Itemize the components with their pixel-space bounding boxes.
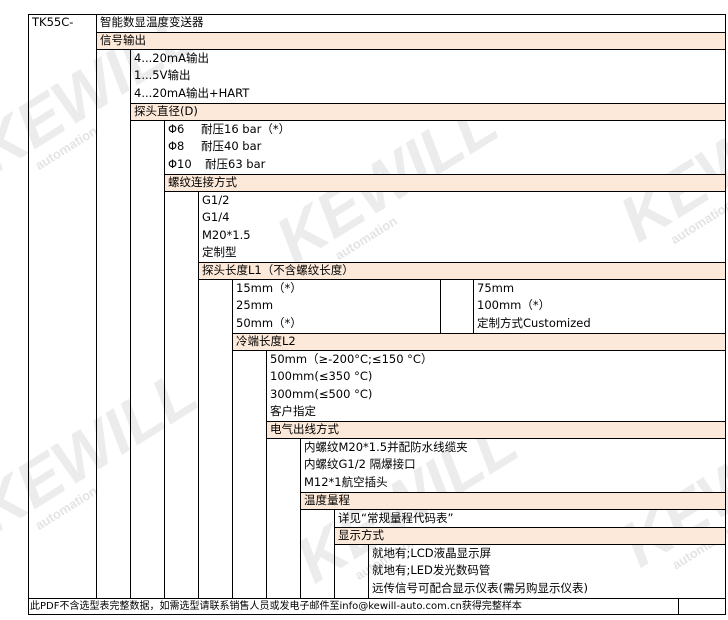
grid-line <box>198 279 726 280</box>
option-cold-end: 50mm（≥-200°C;≤150 °C） <box>270 352 433 366</box>
option-display: 就地有;LCD液晶显示屏 <box>372 546 492 560</box>
grid-line-top <box>28 14 726 15</box>
option-thread: M20*1.5 <box>202 228 251 242</box>
option-probe-length: 75mm <box>477 281 515 295</box>
grid-line-left <box>28 14 29 615</box>
header-bg-temp-range <box>300 492 726 509</box>
option-cold-end: 300mm(≤500 °C) <box>270 387 373 401</box>
option-probe-size: Φ8 <box>168 139 185 153</box>
option-signal-output: 4...20mA输出+HART <box>134 86 250 100</box>
grid-line <box>164 120 165 599</box>
section-title-signal-output: 信号输出 <box>100 33 146 47</box>
option-temp-range: 详见“常规量程代码表” <box>338 511 454 525</box>
option-electrical: 内螺纹M20*1.5并配防水线缆夹 <box>304 440 468 454</box>
header-bg-electrical <box>266 421 726 438</box>
grid-line <box>232 350 726 351</box>
option-electrical: M12*1航空插头 <box>304 475 388 489</box>
grid-line <box>334 509 335 599</box>
option-probe-length: 50mm（*） <box>236 316 302 330</box>
header-bg-cold-end <box>232 333 726 350</box>
grid-line <box>368 544 369 599</box>
option-cold-end: 100mm(≤350 °C) <box>270 369 373 383</box>
grid-line <box>334 527 726 528</box>
option-probe-length: 定制方式Customized <box>477 316 591 330</box>
grid-line <box>198 191 199 599</box>
header-bg-display <box>334 527 726 544</box>
option-signal-output: 1...5V输出 <box>134 68 191 82</box>
option-cold-end: 客户指定 <box>270 404 316 418</box>
section-title-probe-length: 探头长度L1（不含螺纹长度） <box>202 263 354 277</box>
option-probe-length: 15mm（*） <box>236 281 302 295</box>
grid-line-footer-top <box>28 598 726 599</box>
section-title-probe-diameter: 探头直径(D) <box>134 104 198 118</box>
option-thread: 定制型 <box>202 245 237 259</box>
option-display: 远传信号可配合显示仪表(需另购显示仪表) <box>372 581 588 595</box>
option-thread: G1/4 <box>202 210 230 224</box>
option-probe-length: 25mm <box>236 298 274 312</box>
grid-line <box>164 191 726 192</box>
footer-note: 此PDF不含选型表完整数据，如需选型请联系销售人员或发电子邮件至info@kew… <box>30 601 522 612</box>
section-title-cold-end: 冷端长度L2 <box>236 334 296 348</box>
grid-line <box>96 32 726 33</box>
option-probe-length: 100mm（*） <box>477 298 551 312</box>
grid-line <box>96 49 726 50</box>
option-probe-pressure: 耐压63 bar <box>205 157 266 171</box>
header-bg-probe-diameter <box>130 103 726 120</box>
grid-line <box>130 49 131 599</box>
model-prefix: TK55C- <box>32 15 74 29</box>
grid-line-probe-length-split <box>473 279 474 333</box>
grid-line <box>130 120 726 121</box>
grid-line <box>96 14 97 599</box>
option-display: 就地有;LED发光数码管 <box>372 563 491 577</box>
option-probe-pressure: 耐压16 bar（*） <box>201 122 291 136</box>
grid-line <box>164 174 726 175</box>
grid-line <box>300 509 726 510</box>
grid-line <box>266 350 267 599</box>
option-electrical: 内螺纹G1/2 隔爆接口 <box>304 457 416 471</box>
section-title-thread: 螺纹连接方式 <box>168 175 237 189</box>
grid-line-bottom <box>28 614 726 615</box>
grid-line <box>300 492 726 493</box>
section-title-display: 显示方式 <box>338 528 384 542</box>
grid-line <box>232 279 233 599</box>
header-bg-signal-output <box>96 32 726 49</box>
grid-line-probe-length-split <box>440 279 441 333</box>
grid-line <box>266 421 726 422</box>
option-probe-size: Φ10 <box>168 157 192 171</box>
grid-line <box>198 262 726 263</box>
header-bg-probe-length <box>198 262 726 279</box>
grid-line <box>232 333 726 334</box>
option-thread: G1/2 <box>202 193 230 207</box>
grid-line-right <box>725 14 726 615</box>
grid-line <box>266 438 726 439</box>
grid-line <box>300 438 301 599</box>
header-bg-thread <box>164 174 726 191</box>
option-probe-pressure: 耐压40 bar <box>201 139 262 153</box>
grid-line-footer-split <box>678 598 679 614</box>
section-title-temp-range: 温度量程 <box>304 493 350 507</box>
grid-line <box>334 544 726 545</box>
option-probe-size: Φ6 <box>168 122 185 136</box>
option-signal-output: 4...20mA输出 <box>134 51 209 65</box>
section-title-electrical: 电气出线方式 <box>270 422 339 436</box>
grid-line <box>130 103 726 104</box>
product-name: 智能数显温度变送器 <box>100 15 204 29</box>
